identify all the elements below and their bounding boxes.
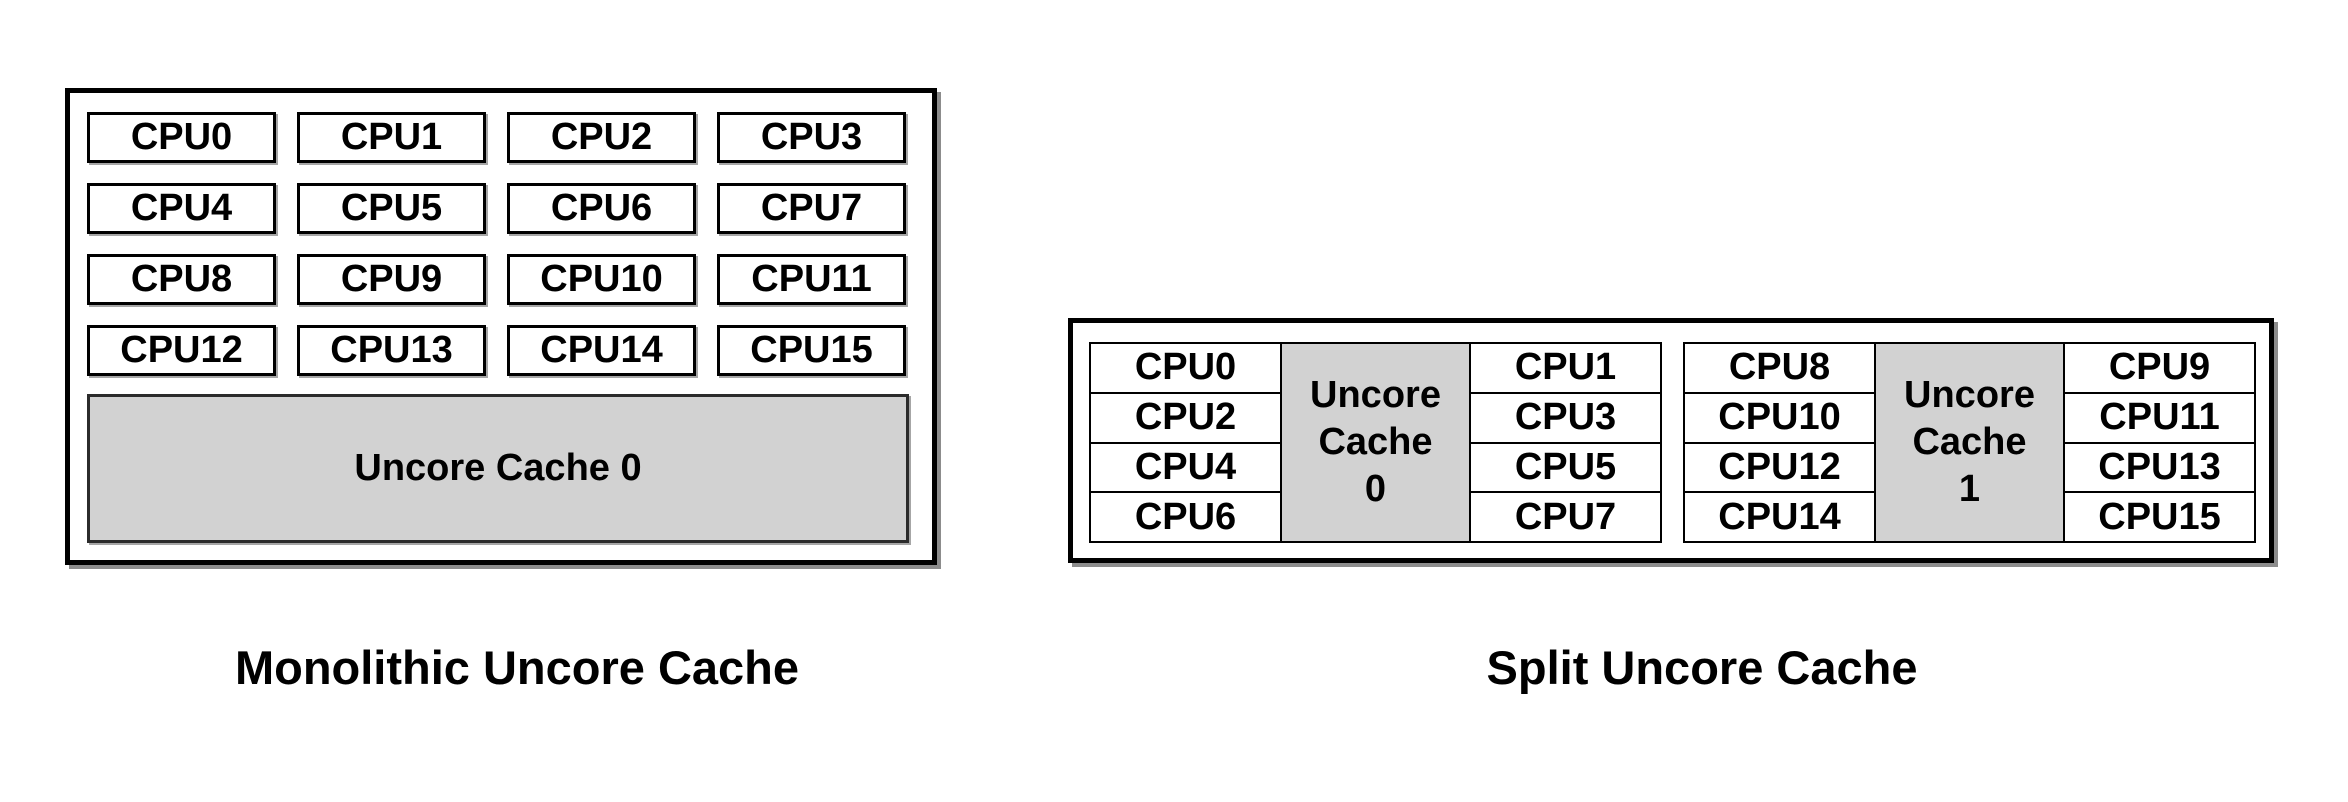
- cpu-cell: CPU3: [1469, 391, 1662, 444]
- cpu-cell: CPU10: [507, 254, 696, 305]
- cpu-cell: CPU5: [297, 183, 486, 234]
- split-cluster-1: CPU8 CPU10 CPU12 CPU14 Uncore Cache 1 CP…: [1683, 342, 2256, 543]
- cache-label-line: Cache: [1318, 421, 1433, 463]
- cpu-cell: CPU7: [1469, 491, 1662, 543]
- cache-label-line: Cache: [1912, 421, 2027, 463]
- cache-label-line: 0: [1364, 468, 1387, 510]
- cpu-cell: CPU7: [717, 183, 906, 234]
- cpu-cell: CPU0: [87, 112, 276, 163]
- cpu-cell: CPU9: [297, 254, 486, 305]
- cpu-cell: CPU12: [87, 325, 276, 376]
- cpu-cell: CPU1: [1469, 342, 1662, 394]
- cpu-cell: CPU14: [1683, 491, 1876, 543]
- uncore-cache-0-box: Uncore Cache 0: [87, 394, 909, 543]
- cpu-cell: CPU15: [717, 325, 906, 376]
- cluster0-right-cpu-column: CPU1 CPU3 CPU5 CPU7: [1469, 342, 1662, 543]
- cpu-cell: CPU2: [1089, 391, 1282, 444]
- cpu-cell: CPU13: [2063, 441, 2256, 494]
- cpu-cell: CPU12: [1683, 441, 1876, 494]
- cache-label-line: 1: [1958, 468, 1981, 510]
- cpu-cell: CPU6: [1089, 491, 1282, 543]
- cpu-cell: CPU4: [1089, 441, 1282, 494]
- cpu-cell: CPU8: [1683, 342, 1876, 394]
- monolithic-title: Monolithic Uncore Cache: [234, 641, 800, 694]
- cpu-cell: CPU11: [2063, 391, 2256, 444]
- monolithic-cpu-grid: CPU0 CPU1 CPU2 CPU3 CPU4 CPU5 CPU6 CPU7 …: [87, 112, 906, 376]
- cpu-cell: CPU9: [2063, 342, 2256, 394]
- cpu-cell: CPU8: [87, 254, 276, 305]
- cpu-cell: CPU6: [507, 183, 696, 234]
- cpu-cell: CPU11: [717, 254, 906, 305]
- uncore-cache-1-split-box: Uncore Cache 1: [1874, 342, 2065, 543]
- cpu-cell: CPU13: [297, 325, 486, 376]
- cpu-cell: CPU3: [717, 112, 906, 163]
- cpu-cell: CPU10: [1683, 391, 1876, 444]
- cache-label-line: Uncore: [1904, 374, 2035, 416]
- cluster0-left-cpu-column: CPU0 CPU2 CPU4 CPU6: [1089, 342, 1282, 543]
- cpu-cell: CPU1: [297, 112, 486, 163]
- cluster1-left-cpu-column: CPU8 CPU10 CPU12 CPU14: [1683, 342, 1876, 543]
- split-cluster-0: CPU0 CPU2 CPU4 CPU6 Uncore Cache 0 CPU1 …: [1089, 342, 1662, 543]
- uncore-cache-0-split-box: Uncore Cache 0: [1280, 342, 1471, 543]
- cpu-cell: CPU14: [507, 325, 696, 376]
- split-diagram: CPU0 CPU2 CPU4 CPU6 Uncore Cache 0 CPU1 …: [1068, 318, 2274, 563]
- cpu-cell: CPU5: [1469, 441, 1662, 494]
- cpu-cell: CPU4: [87, 183, 276, 234]
- cache-label-line: Uncore: [1310, 374, 1441, 416]
- cpu-cell: CPU15: [2063, 491, 2256, 543]
- monolithic-diagram: CPU0 CPU1 CPU2 CPU3 CPU4 CPU5 CPU6 CPU7 …: [65, 88, 937, 565]
- split-title: Split Uncore Cache: [1486, 641, 1918, 694]
- cluster1-right-cpu-column: CPU9 CPU11 CPU13 CPU15: [2063, 342, 2256, 543]
- cpu-cell: CPU2: [507, 112, 696, 163]
- cpu-cell: CPU0: [1089, 342, 1282, 394]
